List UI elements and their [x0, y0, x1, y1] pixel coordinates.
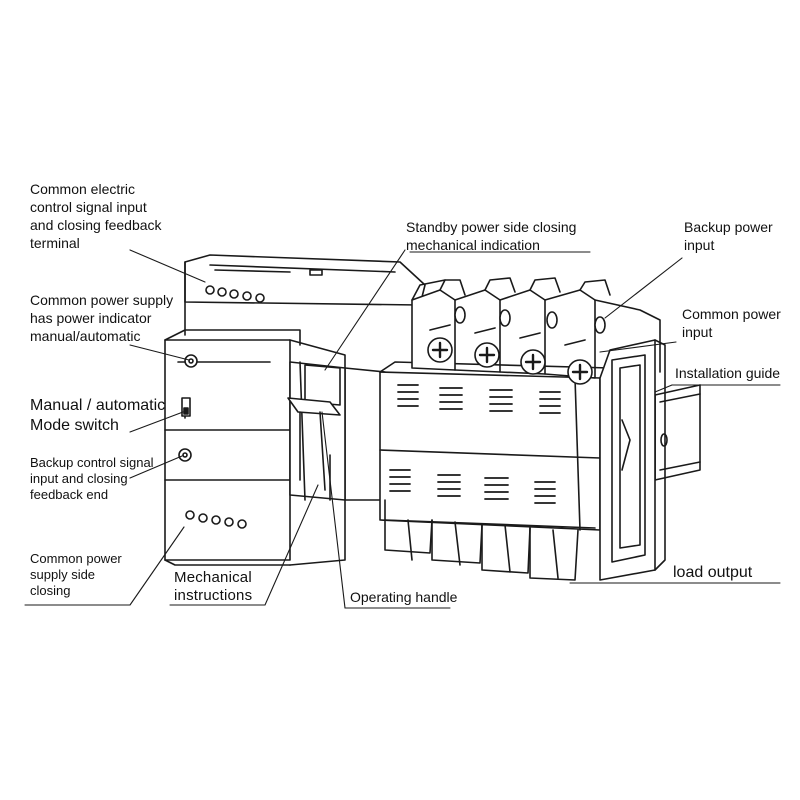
bottom-terminals [384, 499, 579, 581]
label-common-power-input: Common power input [682, 306, 781, 340]
callout-leaders [24, 249, 781, 609]
control-module [164, 254, 426, 566]
label-common-power-indicator: Common power supply has power indicator … [30, 292, 174, 344]
label-installation-guide: Installation guide [675, 365, 781, 381]
vent-slits [389, 384, 561, 504]
label-load-output: load output [673, 564, 753, 581]
label-backup-power-input: Backup power input [684, 219, 773, 253]
label-mode-switch: Manual / automatic Mode switch [30, 397, 166, 434]
label-common-power-closing: Common power supply side closing [30, 551, 122, 598]
din-rail [654, 384, 701, 481]
handle-block [287, 361, 386, 501]
label-backup-control-signal: Backup control signal input and closing … [30, 455, 154, 502]
label-operating-handle: Operating handle [350, 589, 458, 605]
label-common-signal-terminal: Common electric control signal input and… [30, 181, 162, 251]
end-cap [599, 339, 666, 581]
switch-body [379, 361, 611, 531]
label-standby-indication: Standby power side closing mechanical in… [406, 219, 577, 253]
label-mechanical-instructions: Mechanical instructions [174, 569, 253, 604]
top-terminals [411, 277, 661, 385]
